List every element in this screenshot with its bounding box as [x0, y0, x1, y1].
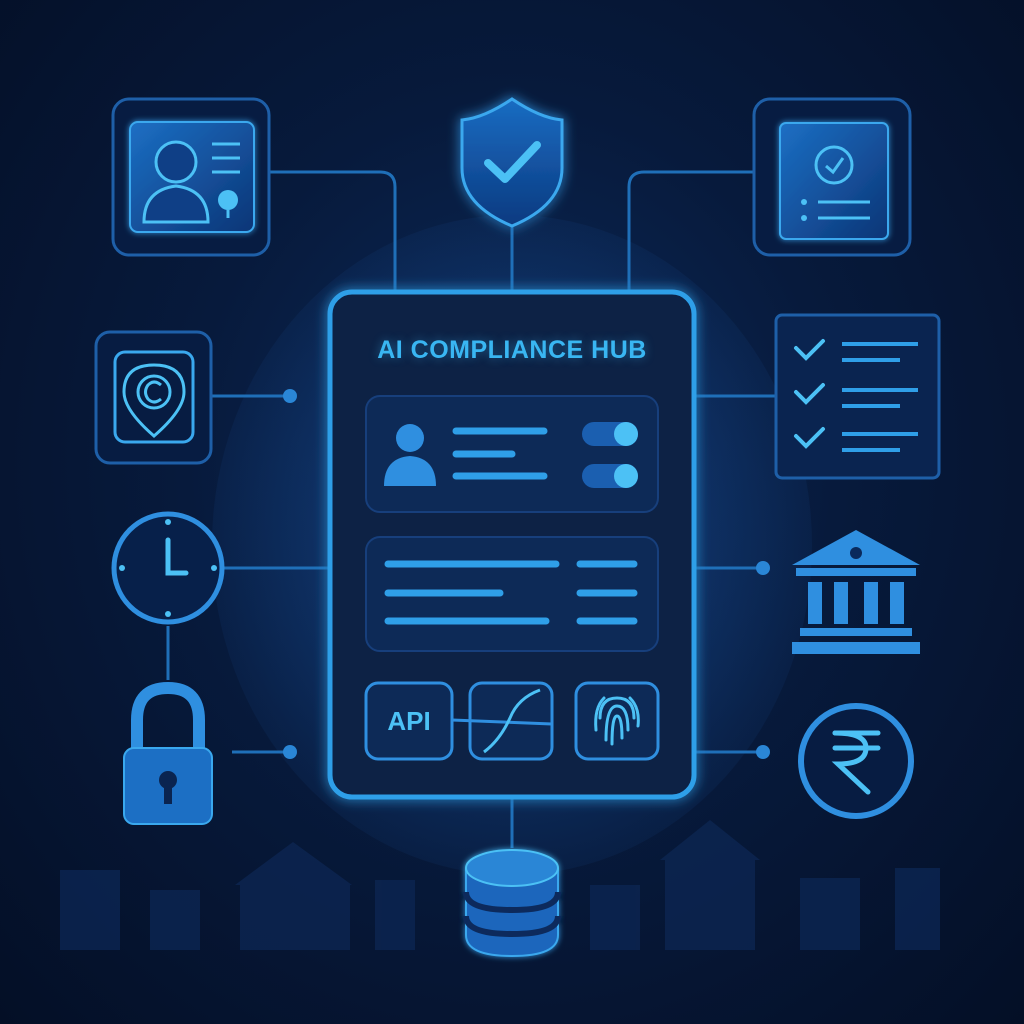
- hub-title: AI COMPLIANCE HUB: [377, 336, 647, 364]
- checklist-icon: [774, 313, 941, 480]
- toggle-switch-icon: [582, 422, 638, 488]
- copyright-tag-icon: [94, 330, 213, 465]
- user-avatar-icon: [384, 424, 436, 486]
- hub-user-card: [365, 395, 659, 513]
- fingerprint-icon: [574, 681, 660, 761]
- database-icon: [463, 849, 561, 958]
- bank-icon: [792, 530, 920, 654]
- skyline-background: [60, 820, 940, 950]
- connector-dots: [283, 389, 770, 759]
- clock-icon: [111, 511, 225, 625]
- chart-icon: [451, 681, 554, 761]
- padlock-icon: [123, 681, 213, 825]
- api-label: API: [387, 705, 431, 736]
- rupee-coin-icon: [798, 703, 914, 819]
- shield-check-icon: [460, 97, 564, 228]
- verified-document-icon: [752, 97, 912, 257]
- hub-text-block: [365, 536, 659, 652]
- id-card-icon: [111, 97, 271, 257]
- connector-lines: [166, 170, 778, 848]
